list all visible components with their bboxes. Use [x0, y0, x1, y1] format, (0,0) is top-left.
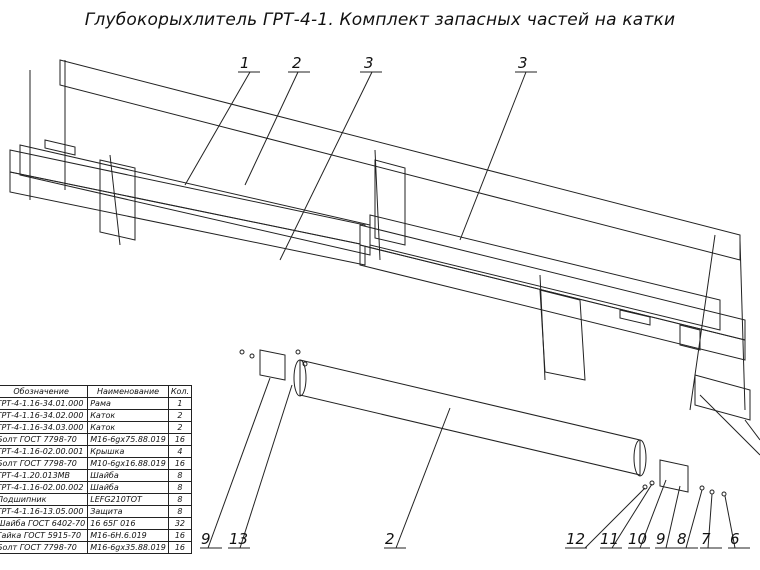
cell-name: LEFG210TOT — [87, 493, 169, 506]
roller-part-2-exploded — [259, 349, 689, 493]
drawing-title: Глубокорыхлитель ГРТ-4-1. Комплект запас… — [84, 10, 676, 30]
cell-qty: 8 — [167, 469, 193, 482]
cell-designation: Болт ГОСТ 7798-70 — [0, 457, 89, 470]
cell-name: Каток — [87, 421, 169, 434]
cell-name: М16-6Н.6.019 — [87, 529, 169, 542]
cell-designation: Шайба ГОСТ 6402-70 — [0, 517, 89, 530]
cell-name: Крышка — [87, 445, 169, 458]
cell-designation: ГРТ-4-1.16-34.02.000 — [0, 409, 89, 422]
cell-qty: 4 — [167, 445, 193, 458]
cell-name: Шайба — [87, 469, 169, 482]
cell-designation: Болт ГОСТ 7798-70 — [0, 541, 89, 554]
cell-qty: 2 — [167, 421, 193, 434]
frame-part-1 — [9, 59, 746, 411]
cell-qty: 8 — [167, 493, 193, 506]
callout-7: 7 — [701, 530, 711, 548]
cell-designation: ГРТ-4-1.16-34.01.000 — [0, 397, 89, 410]
cell-designation: Болт ГОСТ 7798-70 — [0, 433, 89, 446]
cell-name: М16-6gх75.88.019 — [87, 433, 169, 446]
end-plate-exploded — [694, 374, 760, 456]
callout-12: 12 — [566, 530, 585, 548]
cell-designation: ГРТ-4-1.16-13.05.000 — [0, 505, 89, 518]
roller-part-2 — [19, 144, 371, 256]
cell-name: Рама — [87, 397, 169, 410]
cell-qty: 16 — [167, 541, 193, 554]
cell-designation: ГРТ-4-1.16-02.00.002 — [0, 481, 89, 494]
cell-designation: ГРТ-4-1.16-02.00.001 — [0, 445, 89, 458]
cell-designation: ГРТ-4-1.16-34.03.000 — [0, 421, 89, 434]
header-qty: Кол. — [167, 385, 193, 398]
callout-2-exploded: 2 — [385, 530, 395, 548]
header-name: Наименование — [87, 385, 169, 398]
callout-13: 13 — [229, 530, 248, 548]
cell-qty: 2 — [167, 409, 193, 422]
callout-3-right: 3 — [518, 54, 528, 72]
cell-designation: Гайка ГОСТ 5915-70 — [0, 529, 89, 542]
callout-9-left: 9 — [201, 530, 211, 548]
callout-3-left: 3 — [364, 54, 374, 72]
cell-name: Каток — [87, 409, 169, 422]
cell-name: М10-6gх16.88.019 — [87, 457, 169, 470]
cell-qty: 16 — [167, 457, 193, 470]
parts-table-header: Обозначение Наименование Кол. — [0, 385, 193, 398]
callout-8: 8 — [677, 530, 687, 548]
cell-name: 16 65Г 016 — [87, 517, 169, 530]
fasteners — [239, 349, 727, 497]
callouts: 1 2 3 3 9 13 2 12 11 10 9 8 7 6 — [201, 54, 740, 548]
cell-designation: Подшипник — [0, 493, 89, 506]
roller-part-3 — [369, 214, 721, 331]
cell-name: М16-6gх35.88.019 — [87, 541, 169, 554]
callout-11: 11 — [600, 530, 619, 548]
cell-qty: 16 — [167, 433, 193, 446]
callout-9-right: 9 — [656, 530, 666, 548]
parts-table: Обозначение Наименование Кол. ГРТ-4-1.16… — [0, 385, 193, 554]
callout-6: 6 — [730, 530, 740, 548]
cell-qty: 1 — [167, 397, 193, 410]
cell-designation: ГРТ-4-1.20.013МВ — [0, 469, 89, 482]
callout-10: 10 — [628, 530, 647, 548]
cell-qty: 16 — [167, 529, 193, 542]
cell-name: Защита — [87, 505, 169, 518]
cell-qty: 8 — [167, 505, 193, 518]
header-designation: Обозначение — [0, 385, 89, 398]
cell-qty: 32 — [167, 517, 193, 530]
leader-lines — [184, 71, 750, 549]
callout-2: 2 — [292, 54, 302, 72]
cell-qty: 8 — [167, 481, 193, 494]
cell-name: Шайба — [87, 481, 169, 494]
callout-1: 1 — [240, 54, 250, 72]
